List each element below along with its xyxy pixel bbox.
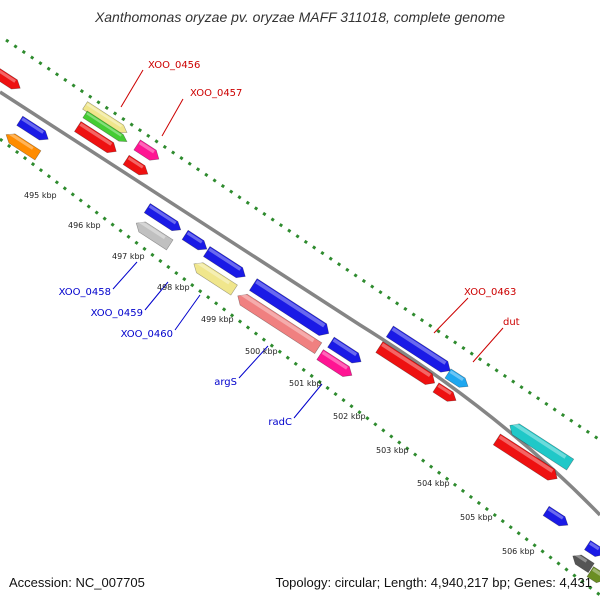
label-connector xyxy=(433,297,469,334)
map-title: Xanthomonas oryzae pv. oryzae MAFF 31101… xyxy=(94,9,506,25)
tick-label: 499 kbp xyxy=(201,315,234,324)
label-connector xyxy=(120,69,144,108)
label-connector xyxy=(161,98,184,137)
genome-backbone xyxy=(0,90,600,517)
gene-label: XOO_0456 xyxy=(148,60,200,71)
genome-stats-text: Topology: circular; Length: 4,940,217 bp… xyxy=(275,575,592,590)
feature-red-2 xyxy=(74,121,117,154)
feature-blue-5 xyxy=(249,278,330,336)
tick-label: 498 kbp xyxy=(157,283,190,292)
feature-red-3 xyxy=(122,154,149,176)
label-connector xyxy=(472,327,504,363)
feature-gray-1 xyxy=(572,552,595,574)
feature-silver-1 xyxy=(135,219,174,251)
tick-label: 497 kbp xyxy=(112,252,145,261)
feature-blue-8 xyxy=(542,505,569,527)
feature-khaki-2 xyxy=(193,260,238,296)
label-connector xyxy=(174,294,201,331)
gene-label: XOO_0460 xyxy=(121,329,173,340)
feature-blue-4 xyxy=(203,246,246,279)
ruler-line xyxy=(0,137,600,597)
label-connector xyxy=(144,281,169,311)
feature-blue-2 xyxy=(143,203,182,232)
tick-label: 504 kbp xyxy=(417,479,450,488)
feature-blue-1 xyxy=(16,115,49,141)
feature-green-1 xyxy=(82,110,128,142)
gene-label: dut xyxy=(503,317,520,328)
label-connector xyxy=(293,383,323,419)
feature-blue-6 xyxy=(327,336,362,364)
feature-blue-9 xyxy=(584,540,600,557)
kbp-ticks: 495 kbp 496 kbp 497 kbp 498 kbp 499 kbp 500 k… xyxy=(24,191,535,556)
feature-salmon-1 xyxy=(237,291,323,355)
feature-skyblue-1 xyxy=(444,368,469,388)
feature-blue-7 xyxy=(385,325,451,373)
feature-orange-1 xyxy=(5,131,42,161)
tick-label: 505 kbp xyxy=(460,513,493,522)
tick-label: 502 kbp xyxy=(333,412,366,421)
label-connectors xyxy=(112,69,504,419)
feature-teal-1 xyxy=(509,421,575,471)
gene-label: radC xyxy=(268,417,292,428)
feature-khaki-1 xyxy=(82,101,128,133)
gene-label: argS xyxy=(214,377,237,388)
gene-label: XOO_0459 xyxy=(91,308,143,319)
feature-red-1 xyxy=(0,64,21,90)
gene-label: XOO_0458 xyxy=(59,287,111,298)
label-connector xyxy=(238,345,269,379)
gene-features xyxy=(0,64,600,584)
feature-red-6 xyxy=(492,433,558,481)
feature-red-5 xyxy=(432,382,457,402)
feature-pink-1 xyxy=(133,139,160,161)
feature-pink-2 xyxy=(316,349,353,377)
tick-label: 501 kbp xyxy=(289,379,322,388)
gene-label: XOO_0463 xyxy=(464,287,516,298)
gene-labels: XOO_0456XOO_0457XOO_0458XOO_0459XOO_0460… xyxy=(59,60,520,428)
label-connector xyxy=(112,261,138,290)
ruler-lines xyxy=(0,38,600,597)
tick-label: 503 kbp xyxy=(376,446,409,455)
tick-label: 500 kbp xyxy=(245,347,278,356)
accession-text: Accession: NC_007705 xyxy=(9,575,145,590)
tick-label: 495 kbp xyxy=(24,191,57,200)
gene-label: XOO_0457 xyxy=(190,88,242,99)
backbone-line xyxy=(0,90,600,517)
feature-blue-3 xyxy=(181,229,208,251)
feature-red-4 xyxy=(375,341,436,385)
tick-label: 506 kbp xyxy=(502,547,535,556)
tick-label: 496 kbp xyxy=(68,221,101,230)
